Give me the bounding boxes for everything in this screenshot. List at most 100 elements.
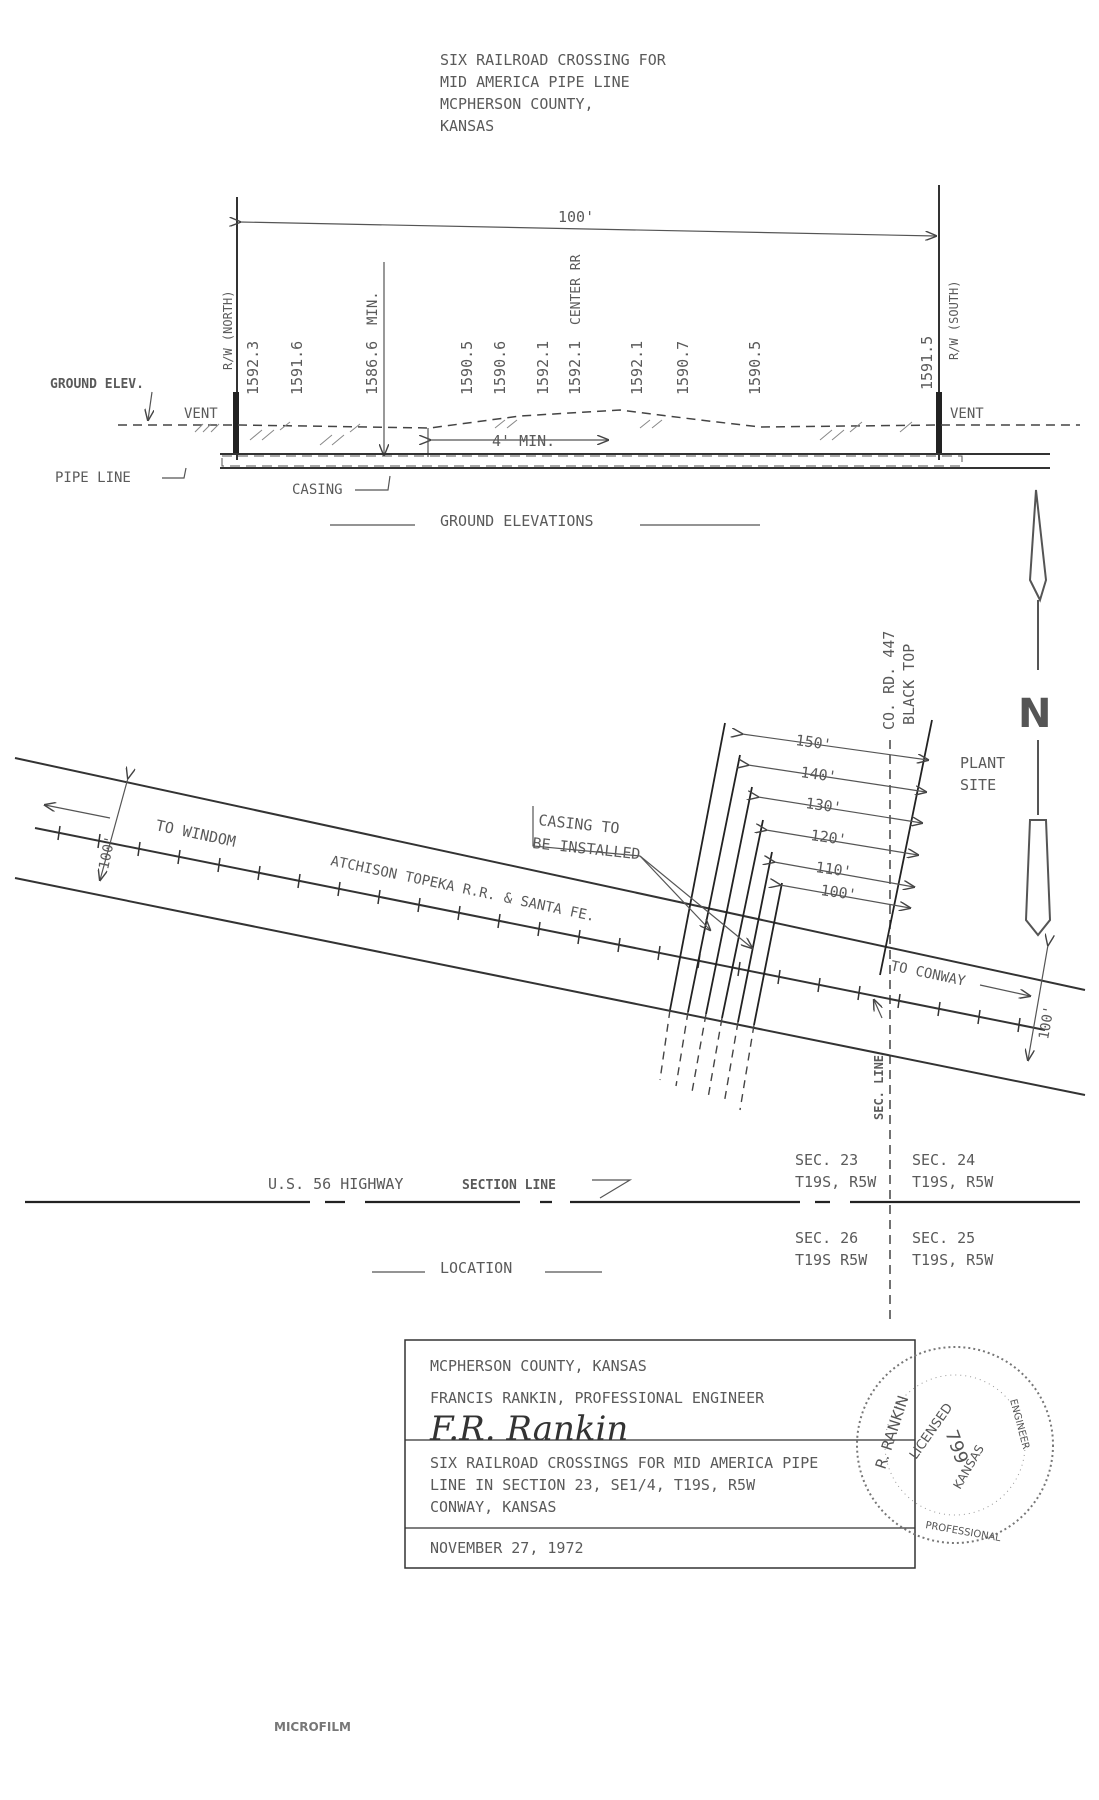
four-min-label: 4' MIN.	[492, 432, 555, 450]
north-letter: N	[1018, 691, 1051, 737]
ground-hatching	[194, 419, 913, 446]
highway-label: U.S. 56 HIGHWAY	[268, 1175, 403, 1193]
tb-description-1: SIX RAILROAD CROSSINGS FOR MID AMERICA P…	[430, 1454, 818, 1472]
sec-26-label: SEC. 26	[795, 1229, 858, 1247]
width-dimension-label: 100'	[558, 208, 594, 226]
location-plan: CO. RD. 447 BLACK TOP PLANT SITE SEC. LI…	[14, 631, 1086, 1320]
to-conway-arrow	[979, 984, 1030, 996]
elevation-value: 1592.1	[534, 341, 552, 395]
vent-right-label: VENT	[950, 406, 984, 422]
min-label: MIN.	[365, 291, 381, 325]
elevation-value: 1590.7	[674, 341, 692, 395]
north-arrow: N	[1018, 489, 1052, 937]
pipeline-crossings-extension	[659, 1009, 755, 1111]
seal-outer-ring	[856, 1346, 1054, 1544]
sec-line-arrow	[874, 1000, 882, 1019]
center-rr-label: CENTER RR	[569, 254, 584, 325]
tb-description-3: CONWAY, KANSAS	[430, 1498, 556, 1516]
seal-name: R. RANKIN	[872, 1393, 913, 1471]
casing-note-line-1: CASING TO	[538, 811, 621, 837]
elevation-value: 1591.6	[288, 341, 306, 395]
title-line-1: SIX RAILROAD CROSSING FOR	[440, 51, 667, 69]
distance-label: 130'	[804, 794, 842, 817]
ground-line	[118, 409, 1080, 429]
elevation-value: 1586.6	[363, 341, 381, 395]
distance-label: 140'	[799, 763, 837, 786]
vent-left-label: VENT	[184, 406, 218, 422]
ground-elev-arrow	[148, 391, 152, 420]
signature: F.R. Rankin	[429, 1409, 628, 1449]
elevation-value: 1592.1	[566, 341, 584, 395]
to-conway-label: TO CONWAY	[889, 958, 967, 990]
distance-label: 150'	[794, 731, 832, 754]
row-left-label: 100'	[96, 835, 119, 871]
sheet-title: SIX RAILROAD CROSSING FOR MID AMERICA PI…	[440, 51, 667, 135]
vent-pipe-left	[233, 392, 239, 454]
location-caption: LOCATION	[440, 1259, 512, 1277]
seal-inner-ring	[884, 1374, 1026, 1516]
seal-professional: PROFESSIONAL	[924, 1520, 1002, 1544]
north-arrow-tip	[1028, 489, 1048, 603]
tb-date: NOVEMBER 27, 1972	[430, 1539, 584, 1557]
plant-site-label-1: PLANT	[960, 754, 1005, 772]
section-line-arrow	[592, 1179, 633, 1199]
casing-pipe	[221, 455, 963, 467]
microfilm-stamp: MICROFILM	[274, 1720, 351, 1734]
sec-24-label: SEC. 24	[912, 1151, 975, 1169]
elevation-value: 1590.6	[491, 341, 509, 395]
casing-arrow	[355, 475, 391, 491]
sec-24-township: T19S, R5W	[912, 1173, 994, 1191]
vent-pipe-right	[936, 392, 942, 454]
pipe-line-arrow	[162, 467, 187, 479]
black-top-label: BLACK TOP	[900, 644, 918, 725]
title-block-frame	[404, 1339, 916, 1569]
ground-elev-label: GROUND ELEV.	[50, 377, 144, 392]
rw-south-label: R/W (SOUTH)	[947, 281, 961, 360]
ground-elevation-profile: 100' R/W (NORTH) R/W (SOUTH) CENTER RR M…	[50, 185, 1080, 530]
railroad-track	[34, 827, 1046, 1031]
title-block: MCPHERSON COUNTY, KANSAS FRANCIS RANKIN,…	[404, 1339, 916, 1569]
sec-23-township: T19S, R5W	[795, 1173, 877, 1191]
sec-23-label: SEC. 23	[795, 1151, 858, 1169]
elevation-value: 1592.3	[244, 341, 262, 395]
title-line-2: MID AMERICA PIPE LINE	[440, 73, 630, 91]
elevation-value: 1592.1	[628, 341, 646, 395]
row-right-label: 100'	[1036, 1005, 1058, 1041]
title-line-3: MCPHERSON COUNTY,	[440, 95, 594, 113]
engineer-seal: R. RANKIN LICENSED 799 KANSAS PROFESSION…	[856, 1346, 1054, 1544]
north-arrow-tail	[1024, 819, 1052, 937]
elevation-values: 1592.3 1591.6 1586.6 1590.5 1590.6 1592.…	[244, 336, 936, 395]
row-boundary-south	[14, 877, 1086, 1096]
to-windom-label: TO WINDOM	[154, 816, 237, 851]
elevation-value: 1590.5	[458, 341, 476, 395]
to-windom-arrow	[45, 805, 111, 819]
sec-25-township: T19S, R5W	[912, 1251, 994, 1269]
sec-25-label: SEC. 25	[912, 1229, 975, 1247]
casing-note-line-2: BE INSTALLED	[532, 834, 642, 863]
elevation-value: 1591.5	[918, 336, 936, 390]
distance-label: 100'	[819, 881, 857, 904]
plant-site-label-2: SITE	[960, 776, 996, 794]
casing-label: CASING	[292, 482, 343, 498]
width-dimension-line	[240, 222, 936, 236]
rw-north-label: R/W (NORTH)	[221, 291, 235, 370]
railroad-ties	[57, 825, 1021, 1033]
pipe-line-label: PIPE LINE	[55, 470, 131, 486]
tb-engineer: FRANCIS RANKIN, PROFESSIONAL ENGINEER	[430, 1389, 765, 1407]
profile-caption: GROUND ELEVATIONS	[440, 512, 594, 530]
row-boundary-north	[14, 757, 1086, 991]
row-right-dimension	[1028, 945, 1048, 1060]
elevation-value: 1590.5	[746, 341, 764, 395]
sec-26-township: T19S R5W	[795, 1251, 868, 1269]
title-line-4: KANSAS	[440, 117, 494, 135]
section-line-label: SECTION LINE	[462, 1178, 556, 1193]
sec-line-label: SEC. LINE	[872, 1055, 886, 1120]
co-rd-label: CO. RD. 447	[880, 631, 898, 730]
distance-label: 120'	[809, 826, 847, 849]
distance-dimensions: 150' 140' 130' 120' 110' 100'	[742, 731, 928, 908]
distance-label: 110'	[814, 858, 852, 881]
tb-description-2: LINE IN SECTION 23, SE1/4, T19S, R5W	[430, 1476, 756, 1494]
tb-county: MCPHERSON COUNTY, KANSAS	[430, 1357, 647, 1375]
row-left-dimension	[100, 778, 128, 880]
